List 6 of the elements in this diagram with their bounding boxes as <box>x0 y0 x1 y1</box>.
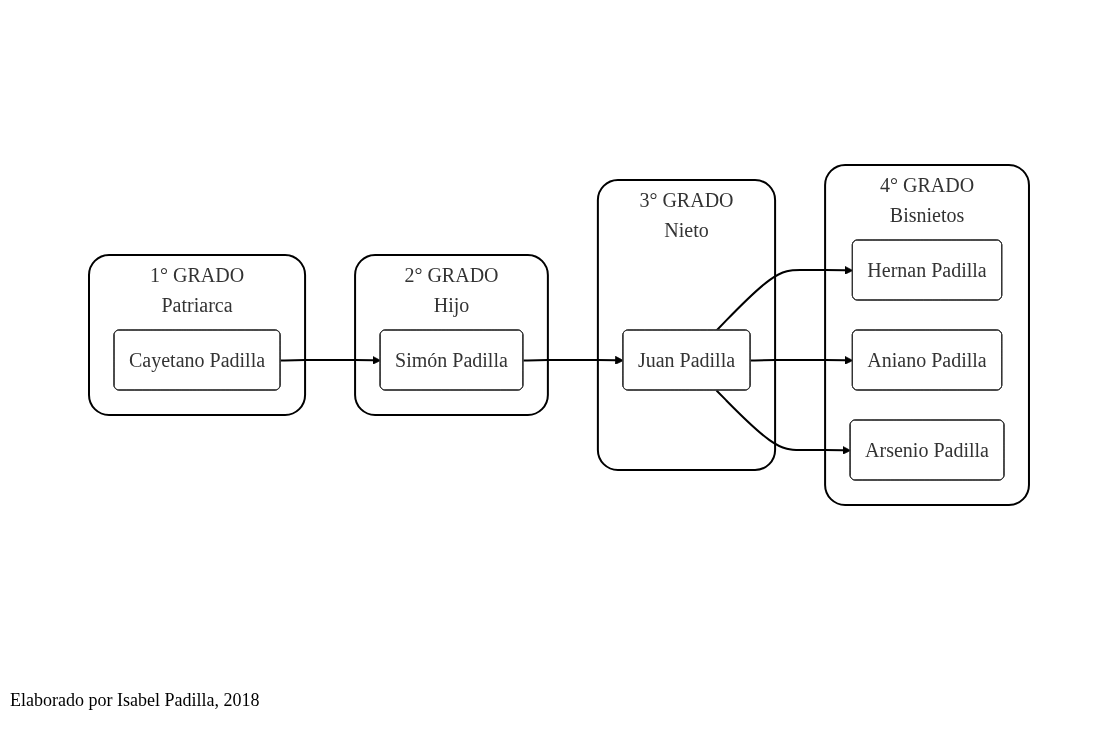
arrow <box>279 355 381 365</box>
arrow <box>715 389 851 455</box>
arrow <box>522 355 624 365</box>
caption: Elaborado por Isabel Padilla, 2018 <box>10 690 260 711</box>
arrow <box>715 265 854 332</box>
arrow <box>749 355 854 365</box>
